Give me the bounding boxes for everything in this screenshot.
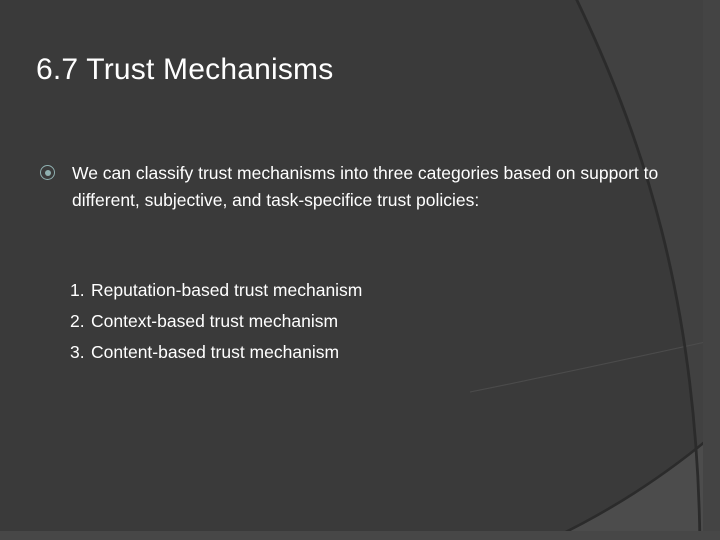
- list-item-label: Reputation-based trust mechanism: [91, 280, 363, 300]
- bullet-block: We can classify trust mechanisms into th…: [36, 160, 686, 214]
- bullet-item-label: We can classify trust mechanisms into th…: [72, 163, 659, 210]
- ringed-dot-bullet-icon: [40, 165, 55, 180]
- numbered-list: 1. Reputation-based trust mechanism 2. Con…: [70, 275, 670, 368]
- page-title: 6.7 Trust Mechanisms: [36, 53, 334, 86]
- list-item: 1. Reputation-based trust mechanism: [70, 275, 670, 306]
- list-item: 2. Context-based trust mechanism: [70, 306, 670, 337]
- list-item-label: Content-based trust mechanism: [91, 342, 340, 362]
- list-item: 3. Content-based trust mechanism: [70, 337, 670, 368]
- list-item-marker: 1.: [70, 280, 85, 300]
- list-item-marker: 2.: [70, 311, 85, 331]
- list-item-label: Context-based trust mechanism: [91, 311, 339, 331]
- bullet-list-item: We can classify trust mechanisms into th…: [36, 160, 686, 214]
- list-item-marker: 3.: [70, 342, 85, 362]
